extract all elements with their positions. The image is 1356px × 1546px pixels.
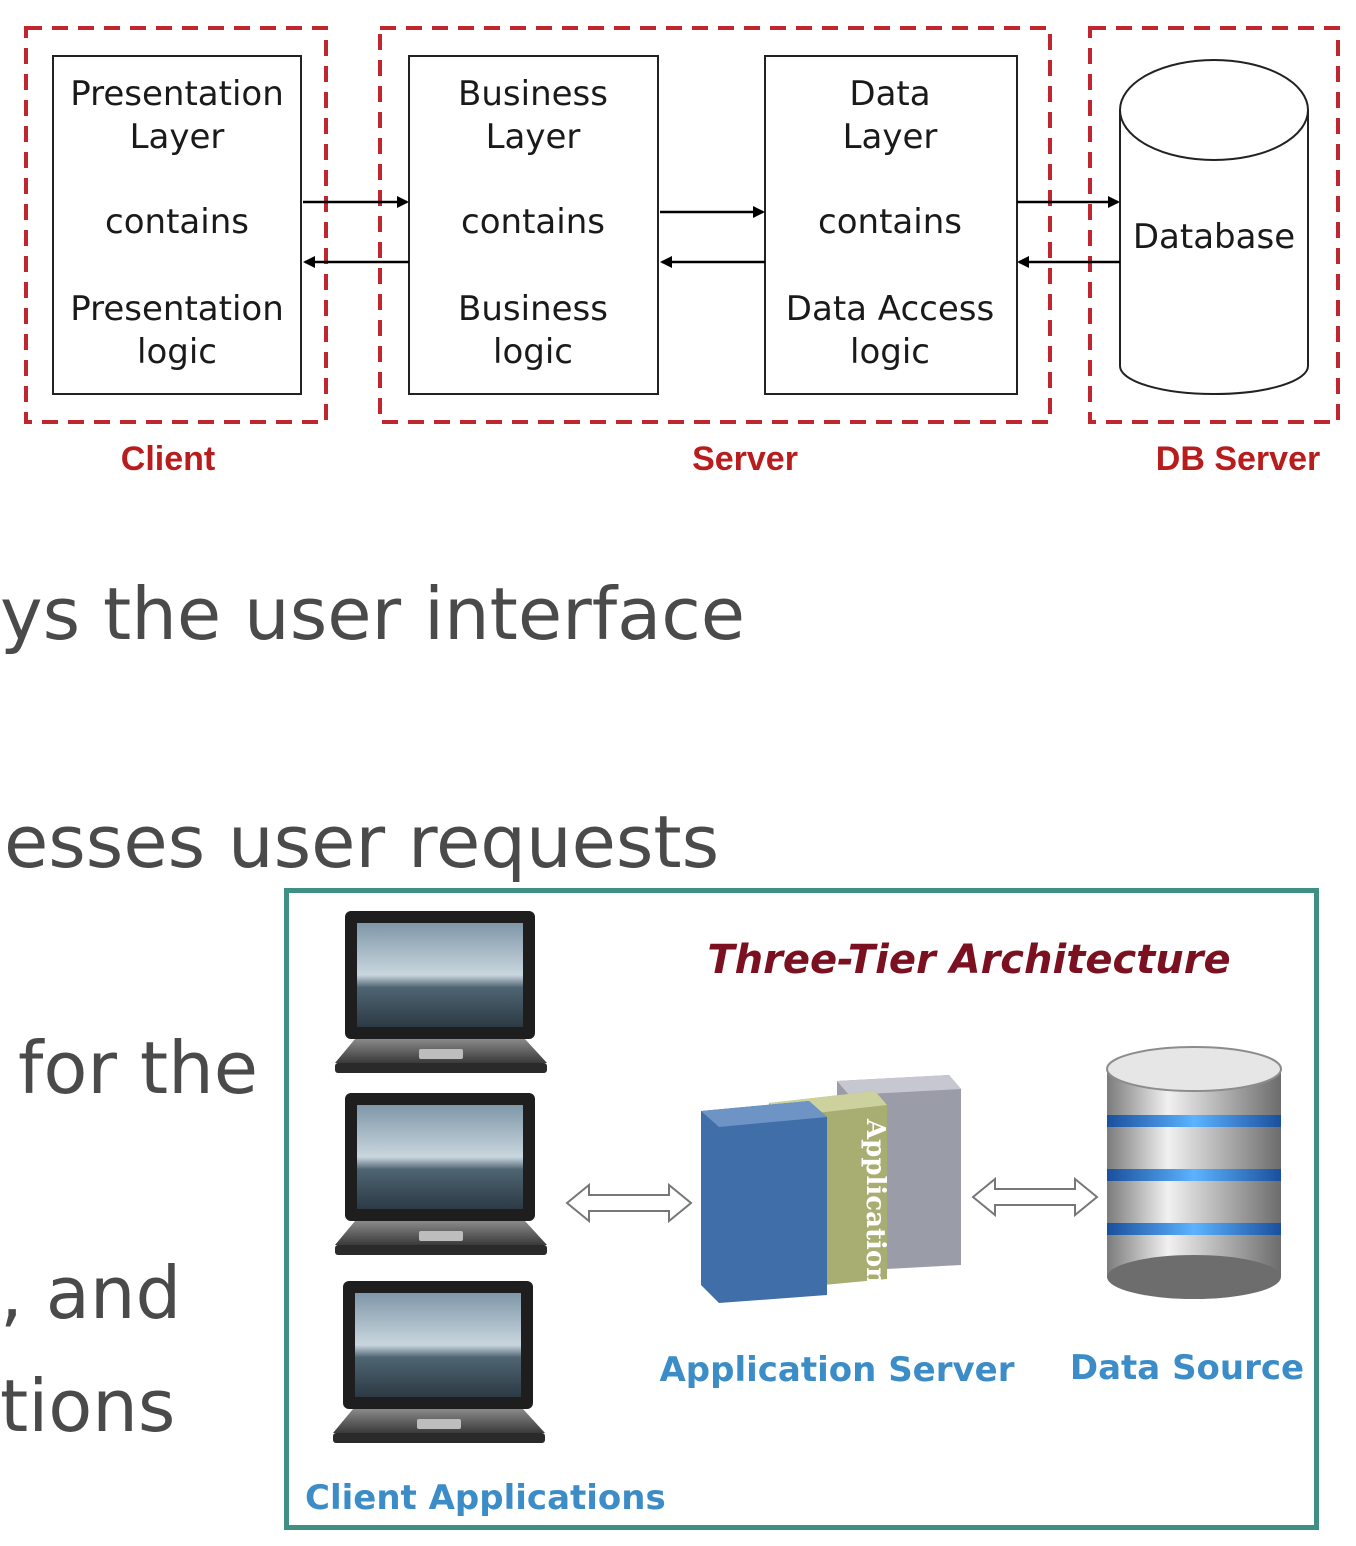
- layered-architecture-diagram: Presentation Layer contains Presentation…: [24, 26, 1340, 478]
- data-contains: contains: [818, 202, 962, 242]
- business-contains: contains: [461, 202, 605, 242]
- bullet-fragment-tions: tions: [0, 1364, 176, 1448]
- database-cylinder-icon: Database: [1119, 59, 1309, 395]
- bullet-fragment-for-the: for the: [18, 1026, 259, 1110]
- double-arrow-icon: [971, 1176, 1099, 1218]
- application-server-icon: Application: [701, 1075, 961, 1303]
- presentation-detail-line2: logic: [137, 332, 217, 372]
- double-arrow-icon: [565, 1182, 693, 1224]
- bullet-fragment-user-interface: ys the user interface: [0, 572, 746, 656]
- db-server-region-label: DB Server: [1156, 440, 1320, 478]
- three-tier-title: Three-Tier Architecture: [707, 937, 1230, 983]
- database-stack-icon: [1106, 1046, 1282, 1299]
- business-title-line1: Business: [458, 74, 608, 114]
- presentation-title-line1: Presentation: [70, 74, 284, 114]
- presentation-detail-line1: Presentation: [70, 289, 284, 329]
- three-tier-architecture-panel: Three-Tier Architecture: [284, 888, 1319, 1530]
- three-tier-figure: Three-Tier Architecture: [305, 911, 1304, 1518]
- application-box-label: Application: [860, 1118, 890, 1286]
- laptop-icon: [335, 1093, 547, 1255]
- client-applications-label: Client Applications: [305, 1478, 666, 1518]
- business-title-line2: Layer: [486, 117, 581, 157]
- server-region-label: Server: [692, 440, 798, 478]
- presentation-layer-box: Presentation Layer contains Presentation…: [52, 55, 302, 395]
- data-detail-line1: Data Access: [786, 289, 994, 329]
- client-region: [24, 26, 328, 424]
- laptop-icon: [335, 911, 547, 1073]
- bullet-fragment-user-requests: esses user requests: [4, 800, 720, 884]
- bullet-fragment-and: , and: [0, 1251, 182, 1335]
- data-source-label: Data Source: [1070, 1348, 1304, 1388]
- business-detail-line2: logic: [493, 332, 573, 372]
- application-server-label: Application Server: [659, 1350, 1014, 1390]
- client-region-label: Client: [121, 440, 215, 478]
- database-label: Database: [1133, 217, 1295, 257]
- data-detail-line2: logic: [850, 332, 930, 372]
- business-layer-box: Business Layer contains Business logic: [408, 55, 659, 395]
- laptop-icon: [333, 1281, 545, 1443]
- data-title-line2: Layer: [843, 117, 938, 157]
- data-layer-box: Data Layer contains Data Access logic: [764, 55, 1018, 395]
- data-title-line1: Data: [849, 74, 930, 114]
- presentation-contains: contains: [105, 202, 249, 242]
- server-region: [378, 26, 1052, 424]
- business-detail-line1: Business: [458, 289, 608, 329]
- db-server-region: [1088, 26, 1340, 424]
- presentation-title-line2: Layer: [130, 117, 225, 157]
